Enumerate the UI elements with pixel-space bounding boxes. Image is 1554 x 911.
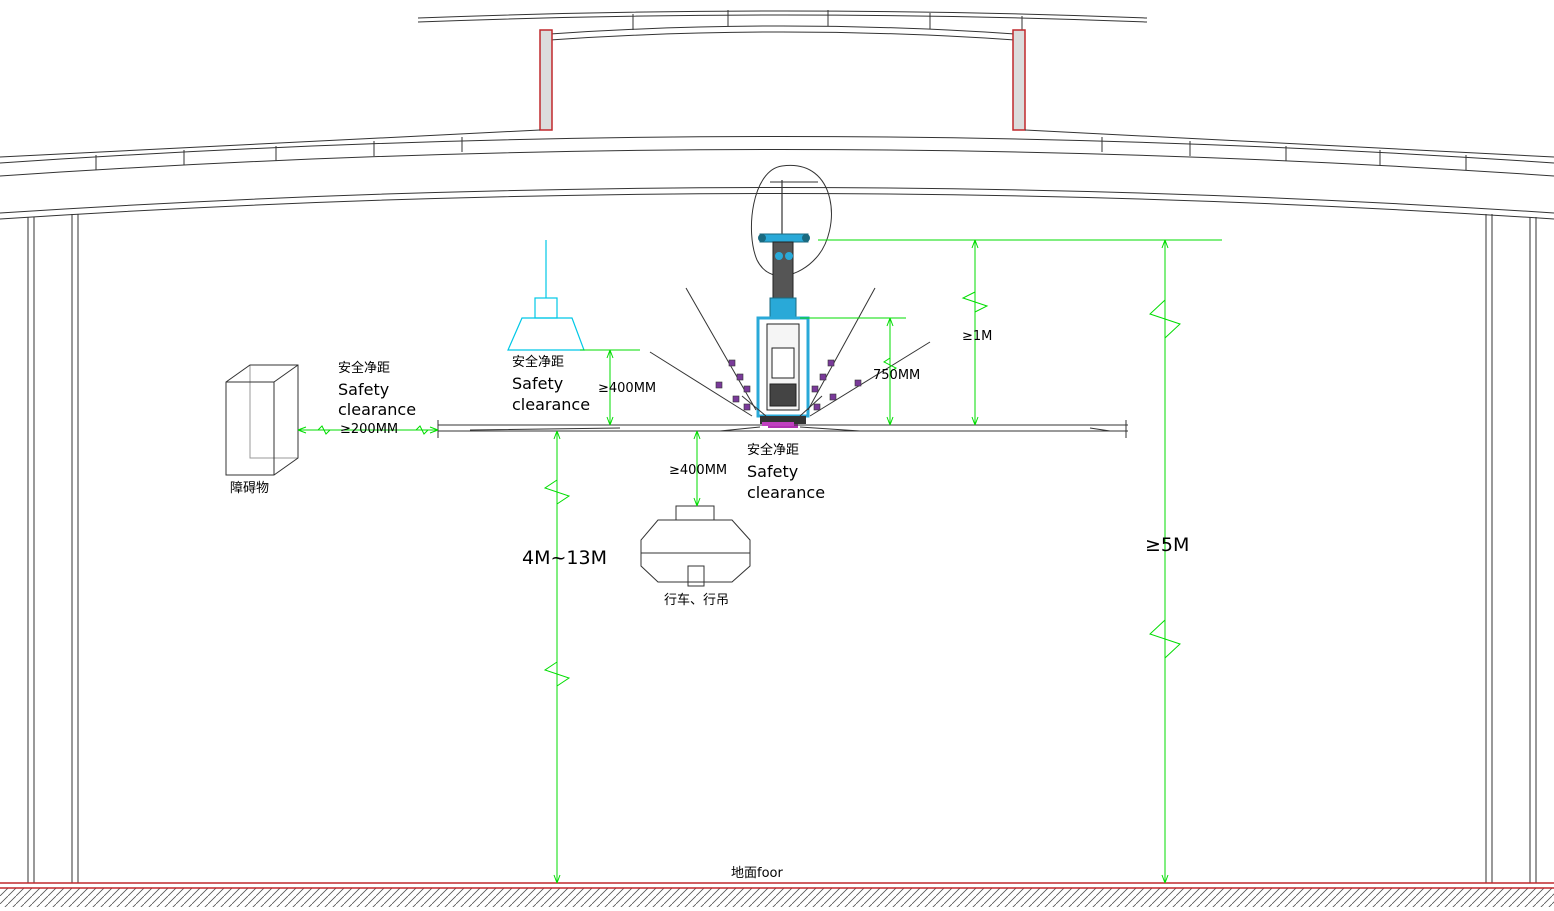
lamp-clearance-en-label-2: clearance — [512, 395, 591, 414]
floor — [0, 882, 1554, 907]
lamp-clearance-cn-label: 安全净距 — [512, 355, 565, 370]
bottom-clearance-en-label-2: clearance — [747, 483, 826, 502]
lamp-clearance-value: ≥400MM — [598, 381, 657, 396]
side-columns — [27, 214, 1537, 883]
dimension-lines — [297, 239, 1222, 884]
crane-label: 行车、行吊 — [664, 593, 730, 608]
left-clearance-en-label-1: Safety — [338, 380, 390, 399]
bottom-clearance-en-label-1: Safety — [747, 462, 799, 481]
upper-roof — [417, 10, 1148, 41]
left-clearance-en-label-2: clearance — [338, 400, 417, 419]
arm-bolts — [715, 359, 862, 411]
fan-assembly — [756, 180, 818, 428]
crane — [640, 505, 751, 587]
motor-height-label: 750MM — [873, 368, 921, 383]
fan-blades — [437, 420, 1128, 438]
mount-height-label: ≥1M — [962, 329, 993, 344]
floor-label: 地面foor — [731, 866, 783, 881]
left-clearance-value: ≥200MM — [340, 422, 399, 437]
main-roof — [0, 129, 1554, 220]
obstacle-box — [225, 364, 299, 476]
monitor-columns — [539, 29, 1026, 131]
bottom-clearance-cn-label: 安全净距 — [747, 443, 800, 458]
ceiling-height-label: ≥5M — [1145, 534, 1190, 556]
obstacle-label: 障碍物 — [230, 481, 270, 496]
left-clearance-cn-label: 安全净距 — [338, 361, 391, 376]
lamp-clearance-en-label-1: Safety — [512, 374, 564, 393]
lamp — [507, 240, 585, 351]
crane-clearance-value: ≥400MM — [669, 463, 728, 478]
install-height-label: 4M~13M — [522, 547, 607, 569]
